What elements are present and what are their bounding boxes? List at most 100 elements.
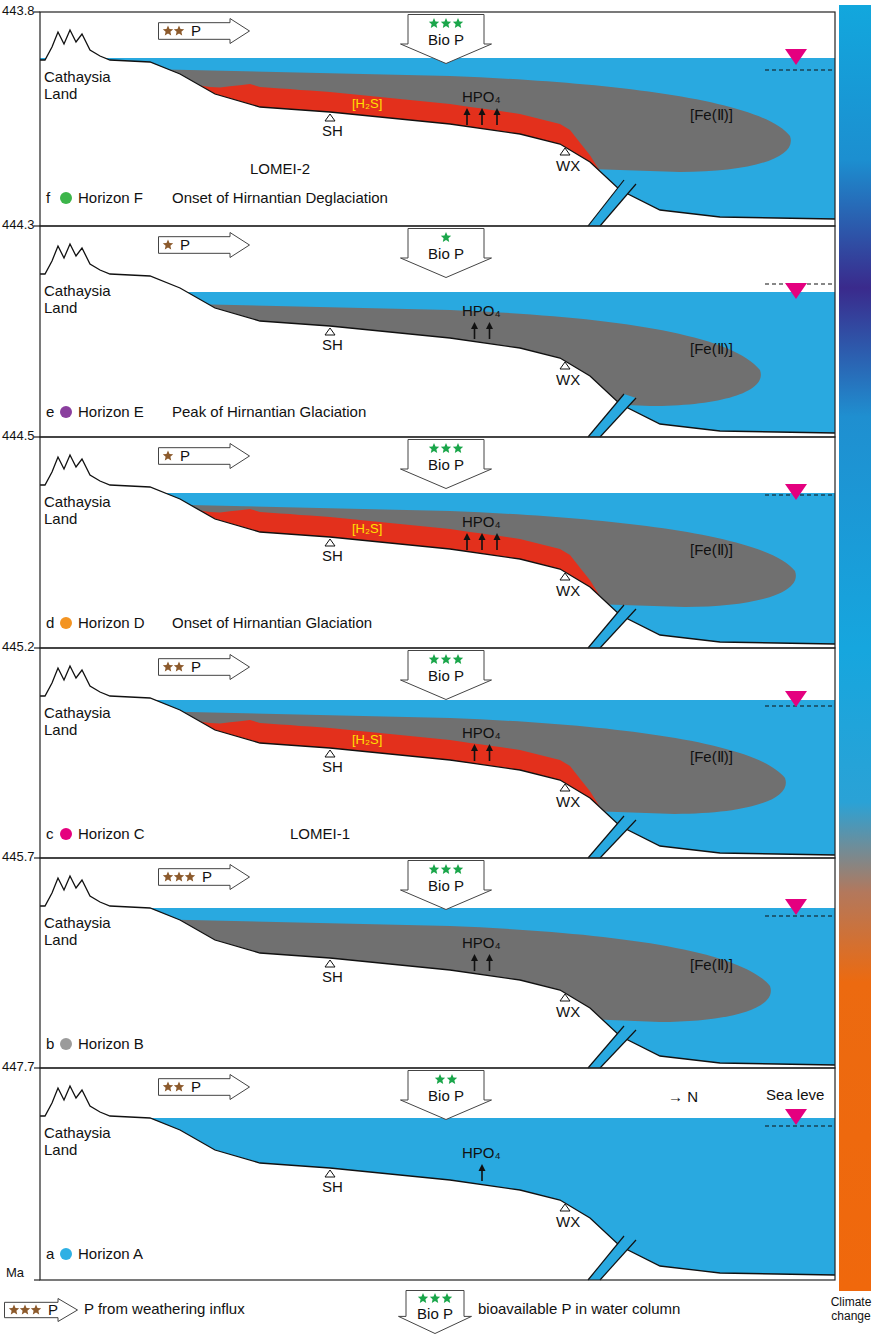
arrow-label: Bio P bbox=[428, 877, 464, 894]
panel-frame bbox=[40, 437, 835, 648]
arrow-label: P bbox=[191, 22, 201, 39]
chemistry-label: [Fe(Ⅱ)] bbox=[690, 340, 733, 357]
horizon-dot bbox=[60, 617, 72, 629]
section-name: SH bbox=[322, 758, 343, 775]
arrow-label: P bbox=[180, 236, 190, 253]
fault-line bbox=[600, 820, 636, 858]
star-rating bbox=[185, 872, 195, 882]
weathering-p-arrow: P bbox=[158, 1074, 250, 1100]
fault-zone bbox=[588, 180, 636, 226]
upward-flux-arrowhead bbox=[479, 533, 486, 540]
weathering-p-arrow: P bbox=[158, 232, 250, 258]
sea-level-marker bbox=[785, 1109, 807, 1125]
star-rating bbox=[429, 18, 439, 28]
chemistry-label: HPO₄ bbox=[462, 1144, 501, 1161]
upward-flux-arrowhead bbox=[464, 108, 471, 115]
star-rating bbox=[441, 18, 451, 28]
legend-text: P from weathering influx bbox=[84, 1300, 245, 1317]
star-rating bbox=[163, 240, 173, 250]
section-name: SH bbox=[322, 547, 343, 564]
bioavailable-p-arrow: Bio P bbox=[400, 14, 492, 64]
arrow-label: P bbox=[191, 1078, 201, 1095]
section-name: SH bbox=[322, 336, 343, 353]
star-rating bbox=[174, 1082, 184, 1092]
landmass-name: Cathaysia Land bbox=[44, 704, 120, 739]
climate-color-bar bbox=[839, 5, 871, 1291]
arrow-shape bbox=[158, 654, 250, 680]
section-name: WX bbox=[556, 1003, 580, 1020]
section-marker bbox=[325, 1170, 335, 1177]
north-arrow: → N bbox=[668, 1088, 698, 1105]
star-rating bbox=[174, 26, 184, 36]
arrow-label: Bio P bbox=[428, 245, 464, 262]
star-rating bbox=[430, 1293, 440, 1303]
chemistry-label: [H₂S] bbox=[352, 733, 382, 748]
arrow-outline bbox=[159, 233, 250, 258]
event-name: Onset of Hirnantian Deglaciation bbox=[172, 189, 388, 206]
star-rating bbox=[174, 872, 184, 882]
star-rating bbox=[429, 443, 439, 453]
bioavailable-p-arrow: Bio P bbox=[400, 439, 492, 489]
upward-flux-arrowhead bbox=[486, 744, 493, 751]
axis-tick bbox=[34, 1279, 40, 1280]
section-marker bbox=[325, 539, 335, 546]
horizon-name: Horizon D bbox=[78, 614, 145, 631]
arrow-outline bbox=[401, 229, 492, 278]
arrow-outline bbox=[159, 444, 250, 469]
panel-letter: a bbox=[46, 1245, 54, 1262]
panel-frame bbox=[40, 12, 835, 226]
star-rating bbox=[447, 1074, 457, 1084]
axis-tick bbox=[34, 11, 40, 12]
panel-frame bbox=[40, 226, 835, 437]
reference-level bbox=[765, 915, 835, 916]
weathering-p-arrow: P bbox=[158, 18, 250, 44]
section-name: WX bbox=[556, 582, 580, 599]
arrow-outline bbox=[401, 440, 492, 489]
section-marker bbox=[560, 148, 570, 155]
arrow-shape bbox=[158, 18, 250, 44]
section-marker bbox=[560, 994, 570, 1001]
axis-value: 447.7 bbox=[2, 1060, 35, 1075]
section-marker bbox=[560, 573, 570, 580]
reference-level bbox=[765, 705, 835, 706]
panel bbox=[34, 1068, 835, 1280]
bioavailable-p-arrow: Bio P bbox=[400, 1070, 492, 1120]
section-name: SH bbox=[322, 122, 343, 139]
arrow-shape bbox=[4, 1298, 78, 1322]
chemistry-label: HPO₄ bbox=[462, 724, 501, 741]
star-rating bbox=[453, 443, 463, 453]
star-rating bbox=[163, 662, 173, 672]
sea-level-label: Sea leve bbox=[766, 1086, 824, 1103]
section-marker bbox=[325, 328, 335, 335]
star-rating bbox=[429, 654, 439, 664]
arrow-label: Bio P bbox=[428, 31, 464, 48]
upward-flux-arrowhead bbox=[486, 322, 493, 329]
horizon-name: Horizon E bbox=[78, 403, 144, 420]
section-marker bbox=[325, 750, 335, 757]
fault-zone bbox=[588, 394, 636, 437]
panel bbox=[34, 858, 835, 1068]
fault-zone bbox=[588, 1236, 636, 1280]
chemistry-label: HPO₄ bbox=[462, 513, 501, 530]
star-rating bbox=[441, 443, 451, 453]
horizon-name: Horizon C bbox=[78, 825, 145, 842]
section-marker bbox=[560, 784, 570, 791]
legend-text: bioavailable P in water column bbox=[478, 1300, 680, 1317]
reference-level bbox=[765, 69, 835, 70]
panel-letter: e bbox=[46, 403, 54, 420]
section-name: WX bbox=[556, 371, 580, 388]
sea-level-marker bbox=[785, 49, 807, 65]
star-rating bbox=[441, 654, 451, 664]
horizon-dot bbox=[60, 192, 72, 204]
axis-tick bbox=[34, 647, 40, 648]
panel-frame bbox=[40, 648, 835, 858]
upward-flux-arrowhead bbox=[486, 954, 493, 961]
chemistry-label: [H₂S] bbox=[352, 97, 382, 112]
panel-letter: b bbox=[46, 1035, 54, 1052]
axis-unit: Ma bbox=[6, 1266, 24, 1281]
reference-level bbox=[765, 494, 835, 495]
star-rating bbox=[20, 1305, 30, 1315]
arrow-label: Bio P bbox=[428, 1087, 464, 1104]
bar-title: Climate change bbox=[828, 1296, 874, 1324]
star-rating bbox=[441, 864, 451, 874]
